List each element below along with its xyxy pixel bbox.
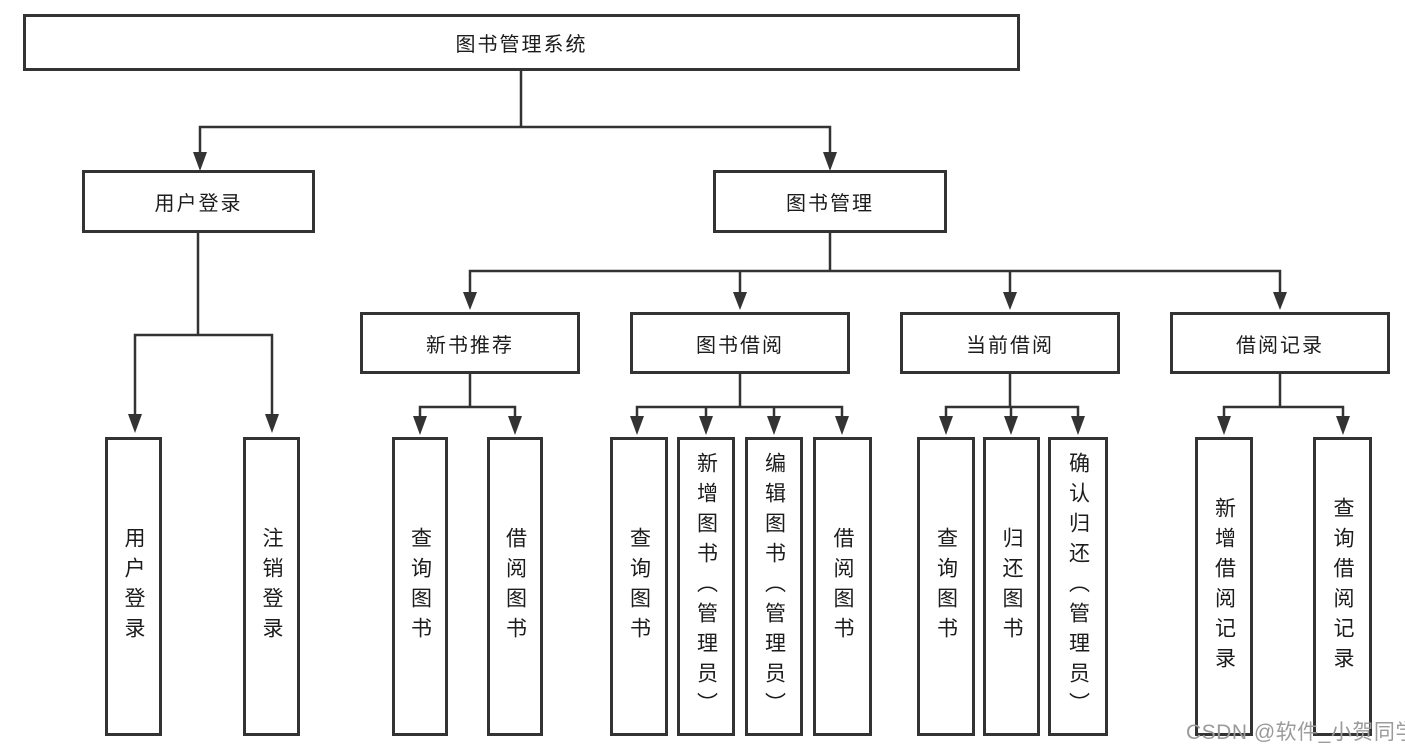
node-label: 新增借阅记录 [1212, 496, 1236, 677]
node-label: 图书管理 [786, 193, 874, 215]
arrowheads [128, 152, 1350, 435]
node-label: 借阅记录 [1236, 334, 1324, 357]
node-label: 注销登录 [260, 526, 283, 647]
leaf-confirm-return-admin: 确认归还（管理员） [1048, 437, 1108, 736]
node-label: 编辑图书（管理员） [762, 451, 786, 722]
leaf-query-borrow-record: 查询借阅记录 [1313, 437, 1372, 736]
node-label: 查询图书 [934, 526, 958, 647]
node-label: 新增图书（管理员） [694, 451, 718, 722]
watermark-text: CSDN @软件_小贺同学 [1186, 721, 1405, 744]
node-root-system: 图书管理系统 [23, 14, 1020, 71]
node-label: 确认归还（管理员） [1066, 451, 1090, 722]
node-label: 用户登录 [122, 526, 145, 647]
node-current-borrowing: 当前借阅 [900, 312, 1120, 374]
leaf-query-books: 查询图书 [610, 437, 668, 736]
leaf-borrow-books: 借阅图书 [813, 437, 872, 736]
leaf-borrow-books: 借阅图书 [487, 437, 543, 736]
node-label: 当前借阅 [966, 334, 1054, 357]
leaf-logout: 注销登录 [243, 437, 300, 736]
leaf-query-books: 查询图书 [392, 437, 448, 736]
leaf-user-login: 用户登录 [105, 437, 162, 736]
node-label: 归还图书 [1000, 526, 1023, 647]
node-label: 新书推荐 [426, 334, 514, 357]
node-label: 图书管理系统 [455, 34, 588, 56]
leaf-add-borrow-record: 新增借阅记录 [1195, 437, 1253, 736]
node-label: 借阅图书 [503, 526, 527, 647]
leaf-add-books-admin: 新增图书（管理员） [677, 437, 735, 736]
node-book-borrowing: 图书借阅 [630, 312, 850, 374]
node-label: 借阅图书 [831, 526, 854, 647]
node-borrowing-records: 借阅记录 [1170, 312, 1390, 374]
leaf-edit-books-admin: 编辑图书（管理员） [745, 437, 803, 736]
node-new-book-recommendation: 新书推荐 [360, 312, 580, 374]
leaf-return-books: 归还图书 [983, 437, 1040, 736]
node-label: 查询图书 [408, 526, 432, 647]
node-label: 图书借阅 [696, 334, 784, 357]
node-label: 查询借阅记录 [1331, 496, 1354, 677]
node-book-management: 图书管理 [713, 170, 947, 233]
node-label: 用户登录 [154, 193, 243, 215]
node-label: 查询图书 [627, 526, 651, 647]
leaf-query-books: 查询图书 [917, 437, 975, 736]
node-user-login: 用户登录 [82, 170, 315, 233]
